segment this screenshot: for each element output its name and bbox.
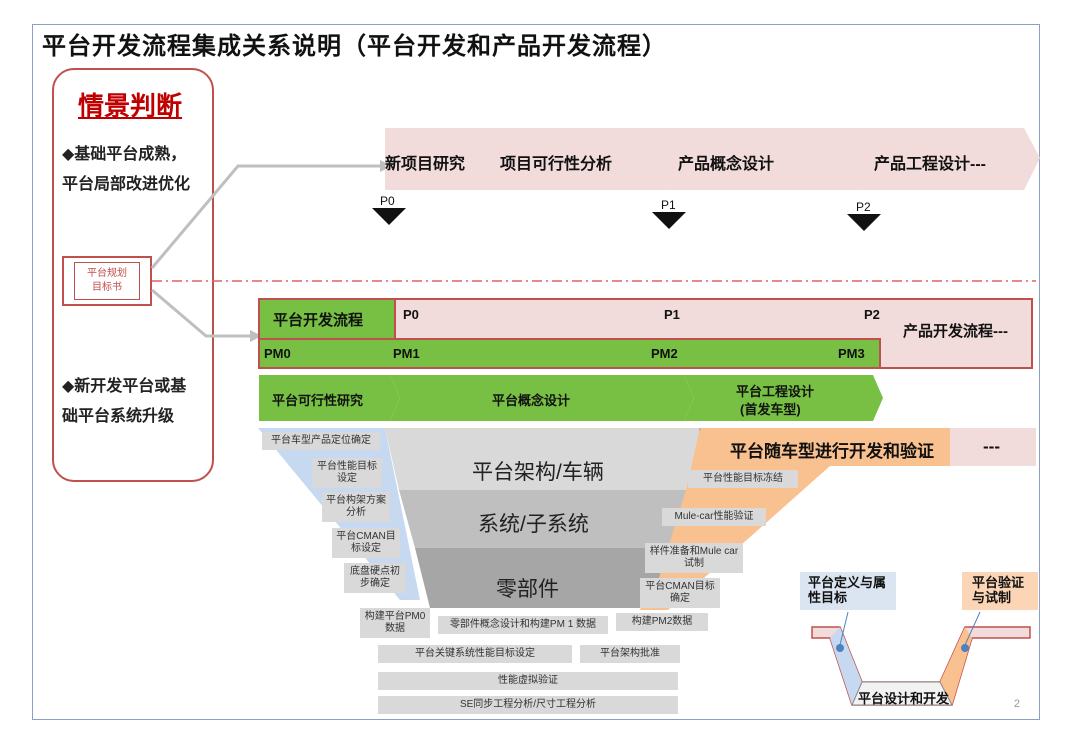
target-line2: 目标书	[92, 282, 122, 293]
chevron-product-3	[665, 128, 880, 190]
gate-p0: P0	[380, 194, 395, 208]
platform-target-doc-inner: 平台规划 目标书	[74, 262, 140, 300]
pm1-label: PM1	[393, 346, 420, 361]
platform-pm-bar	[258, 338, 881, 369]
chevron-product-1	[385, 128, 505, 190]
left-task-2: 平台性能目标设定	[312, 458, 382, 488]
platform-phase-1: 平台可行性研究	[272, 393, 364, 408]
flow-gate-p0: P0	[403, 307, 419, 322]
product-phase-3: 产品概念设计	[678, 156, 775, 173]
arrow-to-platform-flow	[151, 288, 252, 338]
right-task-3: 样件准备和Mule car试制	[645, 543, 743, 573]
product-phase-2: 项目可行性分析	[500, 156, 613, 173]
legend-pointer-right	[964, 611, 981, 646]
legend-define-box	[800, 572, 896, 610]
product-phase-4: 产品工程设计---	[874, 156, 986, 173]
gate-p2-icon	[847, 214, 881, 231]
legend-define-label: 平台定义与属性目标	[808, 575, 887, 605]
v-layer-2-label: 系统/子系统	[478, 513, 589, 536]
legend-pointer-left	[839, 611, 849, 646]
left-task-3: 平台构架方案分析	[322, 492, 390, 522]
platform-phase-3: 平台工程设计	[736, 384, 815, 399]
right-task-1: 平台性能目标冻结	[688, 470, 798, 488]
slide-frame	[32, 24, 1040, 720]
platform-target-doc: 平台规划 目标书	[62, 256, 152, 306]
legend-verify-label: 平台验证与试制	[972, 575, 1025, 605]
vehicle-dev-band-pink	[950, 428, 1036, 466]
legend-v-bottom	[851, 681, 953, 706]
legend-design-label: 平台设计和开发	[858, 691, 950, 706]
page-title: 平台开发流程集成关系说明（平台开发和产品开发流程）	[42, 33, 667, 60]
v-layer-3-label: 零部件	[496, 578, 559, 601]
gate-p2: P2	[856, 200, 871, 214]
legend-verify-box	[962, 572, 1038, 610]
left-task-4: 平台CMAN目标设定	[332, 528, 400, 558]
scenario-case1-line2: 平台局部改进优化	[62, 176, 191, 193]
platform-phase-2: 平台概念设计	[492, 393, 571, 408]
bottom-task-2: 构建PM2数据	[616, 613, 708, 631]
bottom-task-1: 零部件概念设计和构建PM 1 数据	[438, 616, 608, 634]
gate-p1: P1	[661, 198, 676, 212]
legend-dot-left	[836, 644, 844, 652]
platform-phase-3-sub: (首发车型)	[740, 402, 801, 417]
scenario-panel	[52, 68, 214, 482]
flow-gate-p2: P2	[864, 307, 880, 322]
flow-gate-p1: P1	[664, 307, 680, 322]
bottom-task-4: 平台架构批准	[580, 645, 680, 663]
v-layer-3	[415, 548, 668, 608]
arrow-to-product-flow	[150, 164, 380, 269]
scenario-heading: 情景判断	[78, 91, 183, 121]
right-task-2: Mule-car性能验证	[662, 508, 766, 526]
page-number: 2	[1013, 698, 1020, 710]
chevron-product-2	[487, 128, 683, 190]
arrowhead-platform	[250, 330, 262, 342]
scenario-case2-line2: 础平台系统升级	[62, 408, 175, 425]
chevron-product-4	[862, 128, 1040, 190]
scenario-case1-line1: ◆基础平台成熟，	[62, 146, 187, 163]
chevron-platform-3	[684, 375, 883, 421]
legend-dot-right	[961, 644, 969, 652]
v-layer-1	[385, 428, 700, 490]
product-phase-1: 新项目研究	[385, 156, 466, 173]
left-task-5: 底盘硬点初步确定	[344, 563, 406, 593]
left-task-1: 平台车型产品定位确定	[262, 432, 380, 450]
left-task-6: 构建平台PM0数据	[360, 608, 430, 638]
right-task-4: 平台CMAN目标确定	[640, 578, 720, 608]
gate-p1-icon	[652, 212, 686, 229]
bottom-task-6: SE同步工程分析/尺寸工程分析	[378, 696, 678, 714]
v-layer-1-label: 平台架构/车辆	[472, 461, 604, 484]
pm3-label: PM3	[838, 346, 865, 361]
platform-flow-label: 平台开发流程	[273, 312, 364, 329]
vehicle-dev-label: 平台随车型进行开发和验证	[730, 442, 934, 461]
chevron-platform-2	[390, 375, 694, 421]
chevron-platform-1	[259, 375, 400, 421]
bottom-task-5: 性能虚拟验证	[378, 672, 678, 690]
v-layer-2	[399, 490, 686, 548]
target-line1: 平台规划	[87, 268, 127, 279]
pm0-label: PM0	[264, 346, 291, 361]
scenario-case2-line1: ◆新开发平台或基	[62, 378, 187, 395]
bottom-task-3: 平台关键系统性能目标设定	[378, 645, 572, 663]
gate-p0-icon	[372, 208, 406, 225]
vehicle-dev-dash: ---	[983, 437, 1000, 456]
product-flow-label: 产品开发流程---	[903, 323, 1008, 340]
pm2-label: PM2	[651, 346, 678, 361]
